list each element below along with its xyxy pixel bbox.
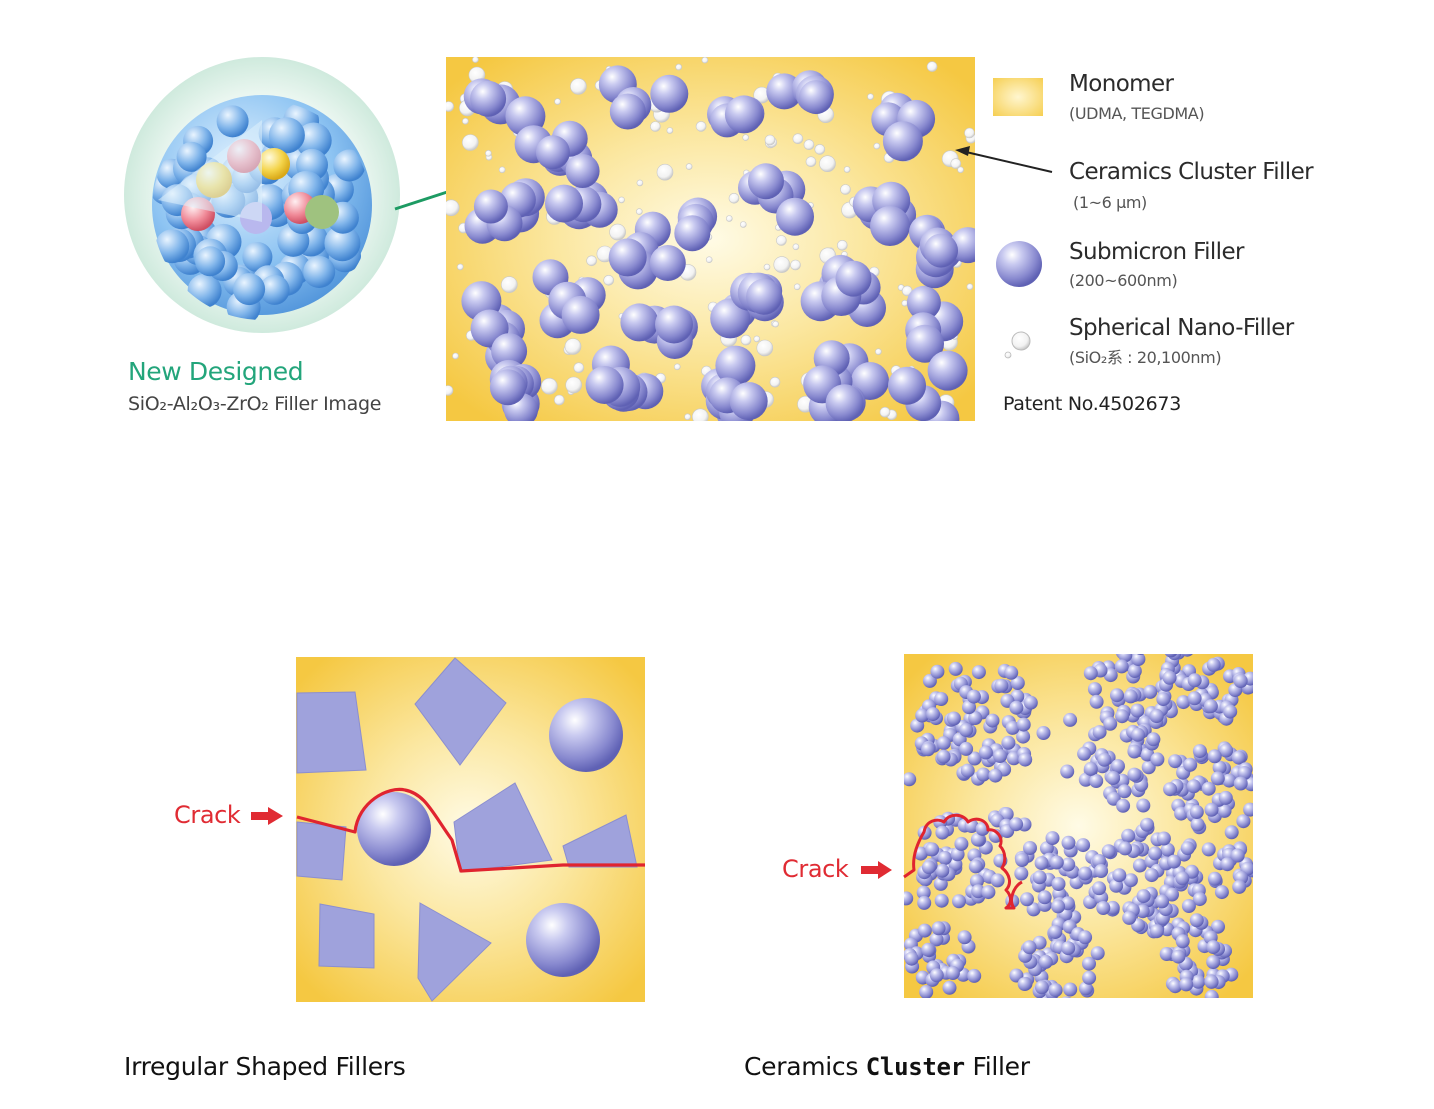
caption-ceramics-cluster-filler: Ceramics Cluster Filler (744, 1054, 1030, 1079)
legend-cluster-label: Ceramics Cluster Filler (1069, 159, 1314, 185)
crack-arrow-right (861, 861, 892, 879)
cluster-filler-panel (903, 654, 1253, 998)
irregular-fillers-panel (296, 657, 645, 1002)
new-designed-title: New Designed (128, 357, 304, 386)
monomer-swatch (993, 78, 1043, 116)
caption-filler-word: Filler (972, 1052, 1030, 1081)
crack-label-right: Crack (782, 855, 849, 883)
patent-number: Patent No.4502673 (1003, 393, 1181, 415)
crack-line-left (296, 787, 645, 873)
legend-monomer-label: Monomer (1069, 71, 1174, 97)
caption-ceramics-word: Ceramics (744, 1052, 859, 1081)
legend-monomer-sub: (UDMA, TEGDMA) (1069, 104, 1205, 123)
filler-sphere-illustration (124, 57, 483, 333)
legend-submicron-sub: (200~600nm) (1069, 271, 1178, 290)
legend-nano-label: Spherical Nano-Filler (1069, 315, 1294, 341)
composite-panel (446, 57, 975, 421)
crack-label-left: Crack (174, 801, 241, 829)
submicron-filler-icon (996, 241, 1042, 287)
caption-cluster-word: Cluster (865, 1053, 965, 1081)
crack-line-right (903, 813, 1023, 910)
caption-irregular-fillers: Irregular Shaped Fillers (124, 1052, 406, 1081)
legend-submicron-label: Submicron Filler (1069, 239, 1244, 265)
filler-image-subtitle: SiO₂-Al₂O₃-ZrO₂ Filler Image (128, 393, 382, 415)
crack-arrow-left (251, 807, 283, 825)
nano-filler-icon (1004, 331, 1031, 359)
legend-cluster-sub: (1~6 μm) (1073, 193, 1147, 212)
legend-nano-sub: (SiO₂系 : 20,100nm) (1069, 348, 1222, 367)
